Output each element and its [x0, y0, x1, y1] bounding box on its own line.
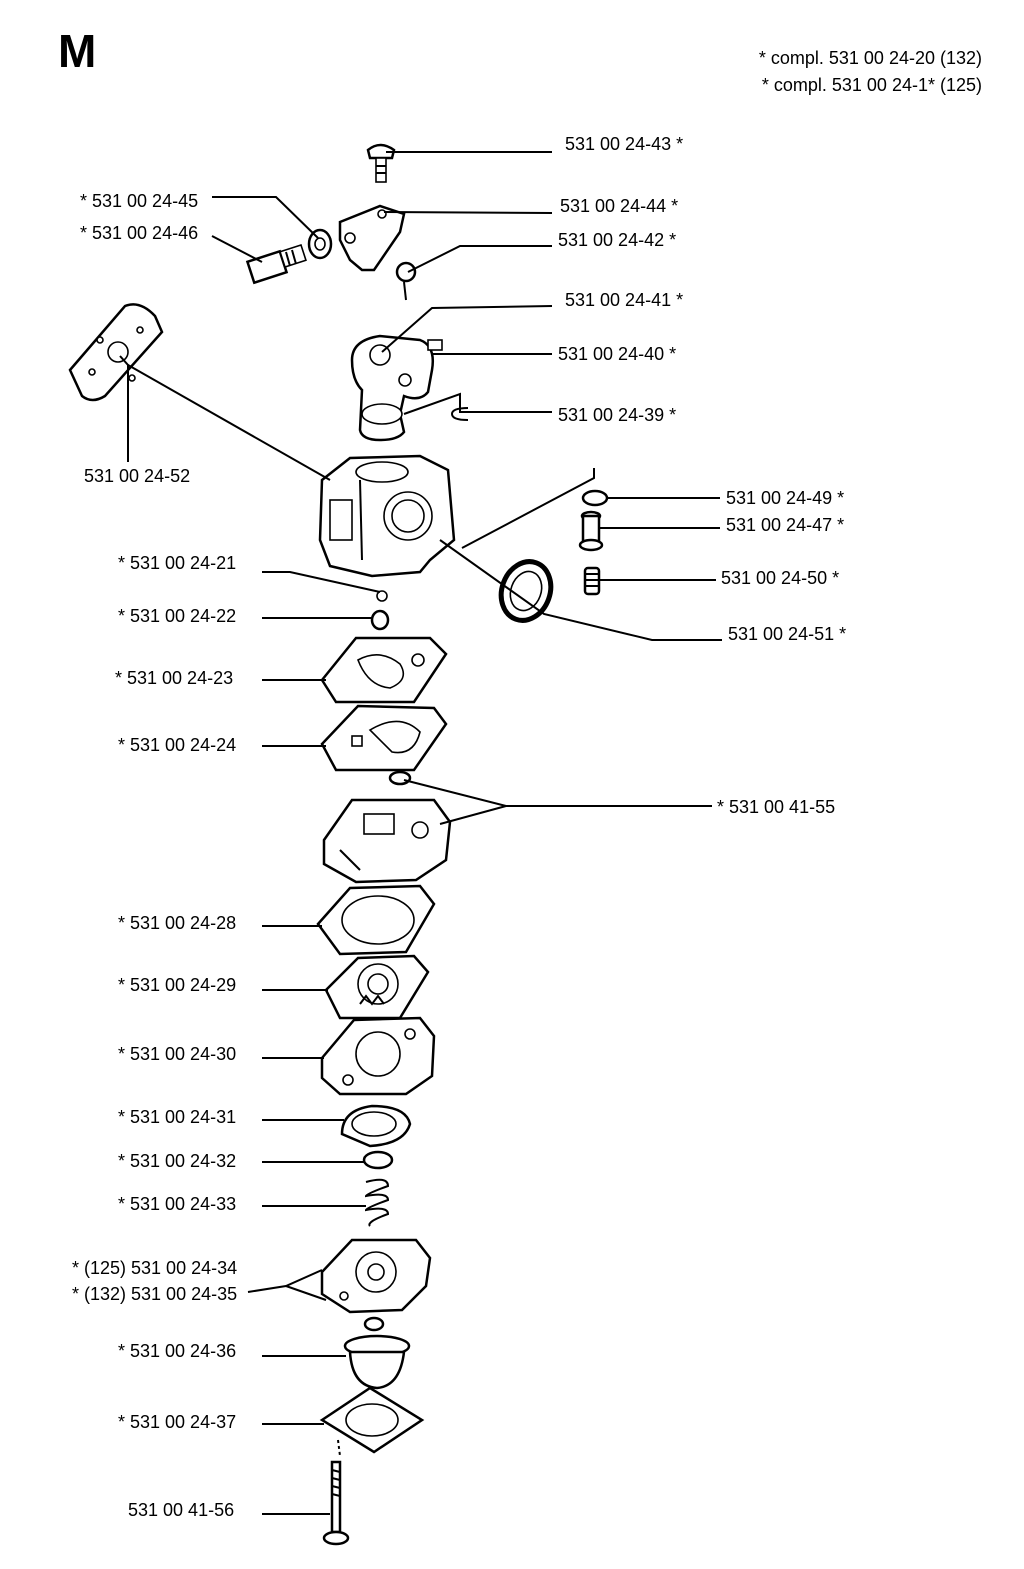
label-531-00-24-39: 531 00 24-39 *: [558, 405, 676, 425]
leader-51: [439, 539, 722, 641]
part-disc-32: [362, 1150, 394, 1170]
leader-42: [407, 245, 552, 273]
label-531-00-24-34: * (125) 531 00 24-34: [72, 1258, 237, 1278]
label-531-00-24-51: 531 00 24-51 *: [728, 624, 846, 644]
label-531-00-24-36: * 531 00 24-36: [118, 1341, 236, 1361]
part-screw-41-56: [322, 1460, 350, 1546]
part-valve-47: [578, 510, 604, 552]
part-throttle-assembly-40: [350, 334, 443, 442]
label-531-00-24-37: * 531 00 24-37: [118, 1412, 236, 1432]
leader-39: [403, 392, 552, 415]
section-letter: M: [58, 25, 97, 77]
part-carburetor-body: [318, 454, 456, 578]
label-531-00-24-30: * 531 00 24-30: [118, 1044, 236, 1064]
part-pump-cover-30: [320, 1016, 436, 1096]
leader-body-side: [461, 468, 595, 549]
part-spring-50: [583, 566, 601, 596]
part-oring-49: [581, 489, 609, 507]
part-pump-diaphragm-29: [324, 954, 430, 1020]
leader-3435-b: [285, 1285, 327, 1301]
leader-4155-a: [403, 779, 712, 807]
leader-3435: [247, 1269, 323, 1293]
label-531-00-24-44: 531 00 24-44 *: [560, 196, 678, 216]
label-531-00-24-47: 531 00 24-47 *: [726, 515, 844, 535]
leader-4155-b: [439, 805, 507, 825]
leader-45: [212, 196, 319, 239]
label-531-00-24-50: 531 00 24-50 *: [721, 568, 839, 588]
part-labels: 531 00 24-43 * * 531 00 24-45 531 00 24-…: [72, 134, 846, 1520]
part-metering-body-41-55: [322, 770, 452, 884]
leader-46: [211, 235, 263, 263]
part-diaphragm-24: [320, 704, 448, 772]
label-531-00-24-49: 531 00 24-49 *: [726, 488, 844, 508]
label-531-00-24-42: 531 00 24-42 *: [558, 230, 676, 250]
kit-note-125: * compl. 531 00 24-1* (125): [761, 75, 982, 95]
label-531-00-24-32: * 531 00 24-32: [118, 1151, 236, 1171]
leader-21: [262, 571, 381, 593]
label-531-00-41-55: * 531 00 41-55: [717, 797, 835, 817]
label-531-00-24-21: * 531 00 24-21: [118, 553, 236, 573]
part-gasket-23: [320, 636, 448, 704]
part-needle-21: [376, 590, 388, 602]
leader-41: [381, 305, 553, 353]
part-screw-46: [245, 243, 307, 285]
label-531-00-24-35: * (132) 531 00 24-35: [72, 1284, 237, 1304]
label-531-00-24-43: 531 00 24-43 *: [565, 134, 683, 154]
label-531-00-24-28: * 531 00 24-28: [118, 913, 236, 933]
label-531-00-24-29: * 531 00 24-29: [118, 975, 236, 995]
label-531-00-24-24: * 531 00 24-24: [118, 735, 236, 755]
part-metering-cover-34: [320, 1238, 432, 1314]
part-screw-43: [366, 143, 396, 183]
leader-52-body: [127, 364, 331, 481]
label-531-00-24-41: 531 00 24-41 *: [565, 290, 683, 310]
part-screw-42: [395, 261, 417, 301]
part-gasket-37: [319, 1386, 425, 1457]
label-531-00-24-52: 531 00 24-52: [84, 466, 190, 486]
part-gasket-52: [68, 303, 164, 402]
part-fitting-22: [370, 609, 390, 631]
label-531-00-24-31: * 531 00 24-31: [118, 1107, 236, 1127]
label-531-00-24-23: * 531 00 24-23: [115, 668, 233, 688]
part-nut-45: [307, 228, 333, 260]
label-531-00-41-56: 531 00 41-56: [128, 1500, 234, 1520]
leader-lines: [119, 151, 722, 1515]
label-531-00-24-22: * 531 00 24-22: [118, 606, 236, 626]
label-531-00-24-40: 531 00 24-40 *: [558, 344, 676, 364]
leader-44: [383, 211, 553, 214]
part-spring-33: [364, 1178, 390, 1227]
part-diaphragm-31: [340, 1104, 412, 1148]
part-bracket-44: [338, 204, 406, 272]
part-seal-ring-51: [498, 559, 554, 623]
part-valve-insert: [363, 1316, 385, 1332]
part-gasket-28: [316, 884, 436, 956]
part-primer-bulb-36: [343, 1334, 411, 1390]
label-531-00-24-45: * 531 00 24-45: [80, 191, 198, 211]
kit-note-132: * compl. 531 00 24-20 (132): [758, 48, 982, 68]
label-531-00-24-33: * 531 00 24-33: [118, 1194, 236, 1214]
label-531-00-24-46: * 531 00 24-46: [80, 223, 198, 243]
